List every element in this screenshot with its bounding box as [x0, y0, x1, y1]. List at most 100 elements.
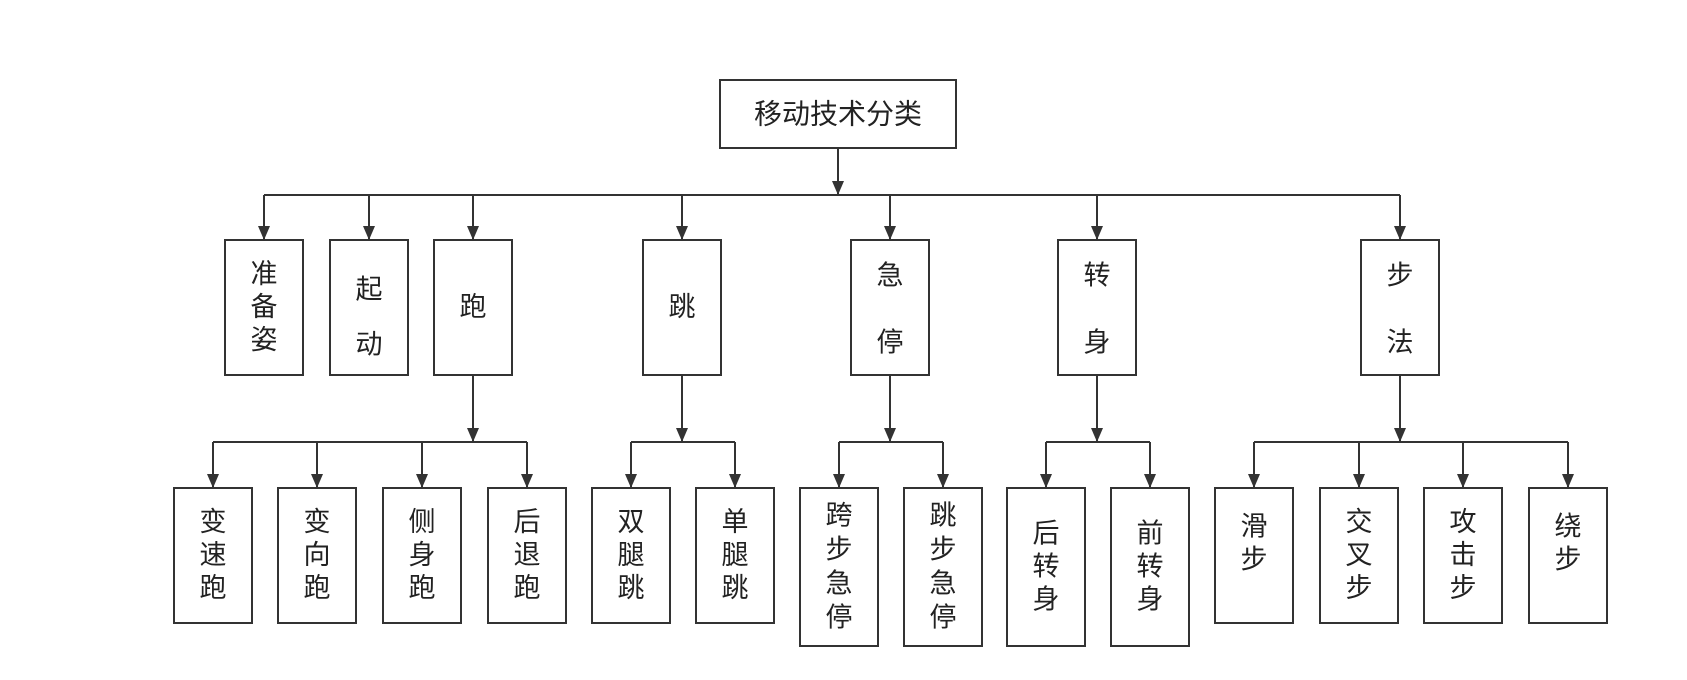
node-char: 急	[877, 261, 904, 292]
branch-arrow-c6	[1091, 226, 1103, 240]
node-char: 跑	[304, 573, 331, 604]
node-char: 击	[1450, 540, 1477, 571]
node-char: 前	[1137, 519, 1164, 550]
node-char: 转	[1137, 552, 1164, 583]
node-box	[1214, 487, 1294, 624]
node-char: 身	[1084, 328, 1111, 359]
node-char: 退	[514, 540, 541, 571]
node-char: 步	[1346, 573, 1373, 604]
node-char: 起	[356, 275, 383, 306]
node-char: 停	[930, 603, 957, 634]
node-char: 绕	[1555, 512, 1582, 543]
node-char: 变	[200, 507, 227, 538]
node-c7c: 攻击步	[1423, 487, 1503, 624]
node-box	[277, 487, 357, 624]
node-c4a: 双腿跳	[591, 487, 671, 624]
stem-arrow-c5	[884, 428, 896, 442]
node-char: 步	[1387, 261, 1414, 292]
node-char: 身	[1033, 585, 1060, 616]
leaf-arrow-c6a	[1040, 474, 1052, 488]
node-char: 步	[1555, 545, 1582, 576]
node-c7d: 绕步	[1528, 487, 1608, 624]
node-char: 交	[1346, 507, 1373, 538]
branch-arrow-c3	[467, 226, 479, 240]
node-box	[1006, 487, 1086, 647]
node-char: 动	[356, 330, 383, 361]
node-c3: 跑	[433, 239, 513, 376]
branch-arrow-c7	[1394, 226, 1406, 240]
root-box	[719, 79, 957, 149]
node-c5: 急停	[850, 239, 930, 376]
node-box	[329, 239, 409, 376]
stem-arrow-c3	[467, 428, 479, 442]
node-char: 后	[1033, 519, 1060, 550]
leaf-arrow-c5b	[937, 474, 949, 488]
node-char: 跨	[826, 501, 853, 532]
node-char: 步	[826, 535, 853, 566]
root-label: 移动技术分类	[754, 98, 922, 131]
node-box	[173, 487, 253, 624]
node-char: 步	[1450, 573, 1477, 604]
node-char: 双	[618, 507, 645, 538]
leaf-arrow-c3d	[521, 474, 533, 488]
node-char: 跑	[200, 573, 227, 604]
node-c3d: 后退跑	[487, 487, 567, 624]
node-char: 法	[1387, 328, 1414, 359]
node-char: 身	[409, 540, 436, 571]
leaf-arrow-c3b	[311, 474, 323, 488]
node-c4b: 单腿跳	[695, 487, 775, 624]
node-box	[642, 239, 722, 376]
node-box	[850, 239, 930, 376]
node-char: 步	[1241, 545, 1268, 576]
leaf-arrow-c5a	[833, 474, 845, 488]
node-char: 急	[826, 569, 853, 600]
leaf-arrow-c7d	[1562, 474, 1574, 488]
diagram-nodes: 移动技术分类准备姿起动跑变速跑变向跑侧身跑后退跑跳双腿跳单腿跳急停跨步急停跳步急…	[173, 79, 1608, 647]
branch-arrow-c2	[363, 226, 375, 240]
leaf-arrow-c7b	[1353, 474, 1365, 488]
node-box	[1528, 487, 1608, 624]
node-c7a: 滑步	[1214, 487, 1294, 624]
node-root: 移动技术分类	[719, 79, 957, 149]
node-box	[433, 239, 513, 376]
node-char: 跳	[669, 292, 696, 323]
node-char: 侧	[409, 507, 436, 538]
node-char: 停	[877, 328, 904, 359]
branch-arrow-c4	[676, 226, 688, 240]
node-char: 跳	[618, 573, 645, 604]
node-char: 跑	[514, 573, 541, 604]
node-c2: 起动	[329, 239, 409, 376]
node-char: 转	[1084, 261, 1111, 292]
branch-arrow-c5	[884, 226, 896, 240]
node-box	[1423, 487, 1503, 624]
node-char: 攻	[1450, 507, 1477, 538]
node-c3a: 变速跑	[173, 487, 253, 624]
node-char: 停	[826, 603, 853, 634]
node-char: 叉	[1346, 540, 1373, 571]
node-char: 姿	[251, 325, 278, 356]
leaf-arrow-c7c	[1457, 474, 1469, 488]
node-char: 备	[251, 292, 278, 323]
node-c3c: 侧身跑	[382, 487, 462, 624]
node-box	[1057, 239, 1137, 376]
node-char: 身	[1137, 585, 1164, 616]
connector-lines	[207, 148, 1574, 488]
node-box	[591, 487, 671, 624]
node-char: 腿	[722, 540, 749, 571]
node-box	[903, 487, 983, 647]
node-box	[487, 487, 567, 624]
stem-arrow-c7	[1394, 428, 1406, 442]
root-stem-arrow	[832, 181, 844, 195]
node-char: 转	[1033, 552, 1060, 583]
node-char: 速	[200, 540, 227, 571]
node-char: 变	[304, 507, 331, 538]
node-c6: 转身	[1057, 239, 1137, 376]
leaf-arrow-c3c	[416, 474, 428, 488]
stem-arrow-c4	[676, 428, 688, 442]
node-box	[799, 487, 879, 647]
node-c1: 准备姿	[224, 239, 304, 376]
node-box	[1110, 487, 1190, 647]
